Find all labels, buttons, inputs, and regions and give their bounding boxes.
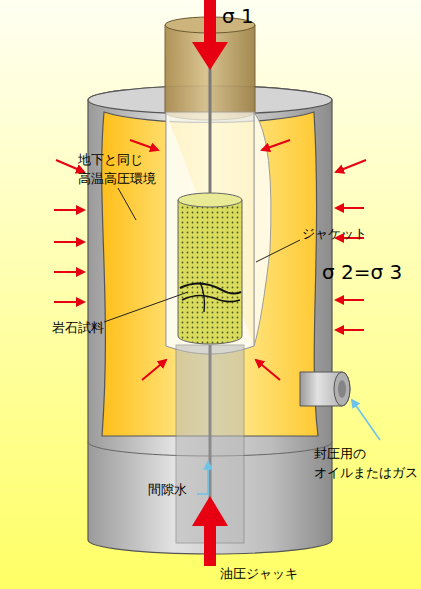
part-label: ジャケット bbox=[302, 224, 367, 243]
oil-gas-inlet-line bbox=[352, 400, 380, 440]
pressure-arrow bbox=[54, 209, 84, 211]
fluid-label: 間隙水 bbox=[148, 480, 187, 499]
rock-sample bbox=[178, 200, 242, 344]
pressure-arrow bbox=[336, 207, 364, 209]
leader-line bbox=[256, 240, 300, 262]
pressure-arrow bbox=[336, 160, 366, 172]
pressure-port bbox=[300, 372, 350, 406]
part-label: 油圧ジャッキ bbox=[220, 564, 298, 583]
pressure-arrow bbox=[54, 301, 84, 303]
pressure-arrow bbox=[336, 329, 364, 331]
leader-lines bbox=[104, 188, 300, 322]
pressure-arrow bbox=[54, 271, 84, 273]
crack bbox=[200, 282, 205, 312]
pressure-arrow bbox=[256, 360, 280, 380]
pressure-arrow bbox=[130, 140, 158, 150]
fluid-label: 封圧用の オイルまたはガス bbox=[314, 444, 418, 482]
crack bbox=[182, 295, 240, 301]
pressure-arrow bbox=[336, 299, 364, 301]
pore-water-line bbox=[197, 462, 208, 494]
confining-pressure-arrows bbox=[54, 140, 366, 380]
jacket bbox=[166, 112, 271, 354]
leader-line bbox=[118, 188, 136, 220]
leader-line bbox=[104, 292, 188, 322]
pressure-arrow bbox=[262, 140, 290, 150]
environment-label: 地下と同じ 高温高圧環境 bbox=[78, 150, 156, 188]
pressure-arrow bbox=[54, 241, 84, 243]
port-hole bbox=[338, 380, 346, 398]
port-end bbox=[334, 372, 350, 406]
sample-top bbox=[178, 193, 242, 207]
stress-label: σ 2=σ 3 bbox=[322, 260, 402, 284]
jack-arrow bbox=[192, 496, 228, 566]
crack bbox=[180, 283, 241, 293]
pressure-arrow bbox=[142, 360, 166, 380]
stress-label: σ 1 bbox=[222, 4, 254, 28]
part-label: 岩石試料 bbox=[52, 318, 104, 337]
